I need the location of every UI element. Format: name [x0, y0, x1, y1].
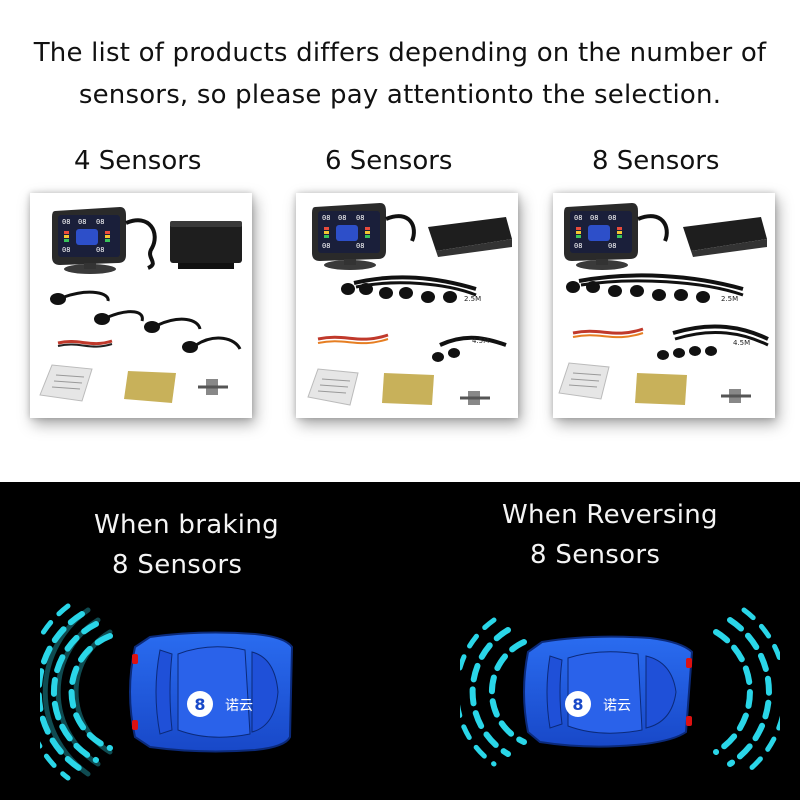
hole-saw-icon — [198, 379, 228, 395]
hole-saw-icon — [460, 391, 490, 405]
kit-8-sensors-image: 08 08 08 08 08 — [558, 203, 769, 405]
display-digits: 08 — [322, 214, 330, 222]
sensor-icons — [50, 290, 242, 353]
selection-notice-line-2: sensors, so please pay attentionto the s… — [78, 80, 722, 110]
product-label-8-sensors: 8 Sensors — [592, 146, 720, 176]
display-digits: 08 — [356, 242, 364, 250]
display-digits: 08 — [322, 242, 330, 250]
product-label-6-sensors: 6 Sensors — [325, 146, 453, 176]
sensor-modes-section: When braking 8 Sensors When Reversing 8 … — [0, 482, 800, 800]
display-digits: 08 — [96, 218, 104, 226]
braking-mode-title: When braking — [94, 510, 279, 540]
power-wire — [317, 333, 389, 341]
display-digits: 08 — [608, 214, 616, 222]
display-unit-icon: 08 08 08 08 08 — [52, 207, 157, 274]
cable-length-label: 2.5M — [464, 295, 481, 303]
display-digits: 08 — [338, 214, 346, 222]
display-digits: 08 — [590, 214, 598, 222]
kit-6-sensors-image: 08 08 08 08 08 — [307, 203, 512, 406]
product-card-8-sensors[interactable]: 08 08 08 08 08 — [553, 193, 775, 418]
kit-4-sensors-image: 08 08 08 08 08 — [39, 207, 242, 403]
manual-icon — [307, 368, 359, 406]
product-selection-section: The list of products differs depending o… — [0, 32, 800, 418]
control-box-icon — [683, 217, 767, 257]
sensor-icons: 2.5M 4.5M — [341, 275, 507, 362]
power-wire — [57, 339, 113, 346]
braking-car-diagram: 8 诺云 — [22, 592, 350, 796]
car-icon: 8 诺云 — [523, 635, 694, 748]
product-card-6-sensors[interactable]: 08 08 08 08 08 — [296, 193, 518, 418]
sensor-icons: 2.5M 4.5M — [566, 273, 769, 360]
control-box-icon — [428, 217, 512, 257]
sticker-pad-icon — [124, 371, 176, 403]
car-sensor-badge: 8 — [572, 695, 583, 714]
car-brand-text: 诺云 — [603, 698, 631, 714]
hole-saw-icon — [721, 389, 751, 403]
reversing-mode-title: When Reversing — [502, 500, 718, 530]
car-sensor-badge: 8 — [194, 695, 205, 714]
product-card-4-sensors[interactable]: 08 08 08 08 08 — [30, 193, 252, 418]
cable-length-label: 2.5M — [721, 295, 738, 303]
display-digits: 08 — [574, 242, 582, 250]
reversing-mode-sensor-count: 8 Sensors — [530, 540, 661, 570]
display-digits: 08 — [78, 218, 86, 226]
cable-length-label: 4.5M — [733, 339, 750, 347]
display-digits: 08 — [608, 242, 616, 250]
power-wire — [572, 327, 644, 335]
display-digits: 08 — [356, 214, 364, 222]
product-label-4-sensors: 4 Sensors — [74, 146, 202, 176]
braking-mode-sensor-count: 8 Sensors — [112, 550, 243, 580]
display-unit-icon: 08 08 08 08 08 — [312, 203, 416, 270]
display-digits: 08 — [62, 246, 70, 254]
display-unit-icon: 08 08 08 08 08 — [564, 203, 669, 270]
selection-notice-line-1: The list of products differs depending o… — [33, 38, 767, 68]
selection-notice: The list of products differs depending o… — [0, 32, 800, 116]
display-digits: 08 — [96, 246, 104, 254]
reversing-car-diagram: 8 诺云 — [454, 592, 788, 796]
sensor-wave-icon — [22, 603, 113, 781]
manual-icon — [558, 362, 610, 400]
sticker-pad-icon — [635, 373, 687, 405]
display-digits: 08 — [574, 214, 582, 222]
control-box-icon — [170, 221, 242, 269]
display-digits: 08 — [62, 218, 70, 226]
car-icon: 8 诺云 — [129, 631, 294, 753]
sticker-pad-icon — [382, 373, 434, 405]
car-brand-text: 诺云 — [225, 698, 253, 714]
manual-icon — [39, 364, 93, 402]
cable-length-label: 4.5M — [472, 337, 489, 345]
